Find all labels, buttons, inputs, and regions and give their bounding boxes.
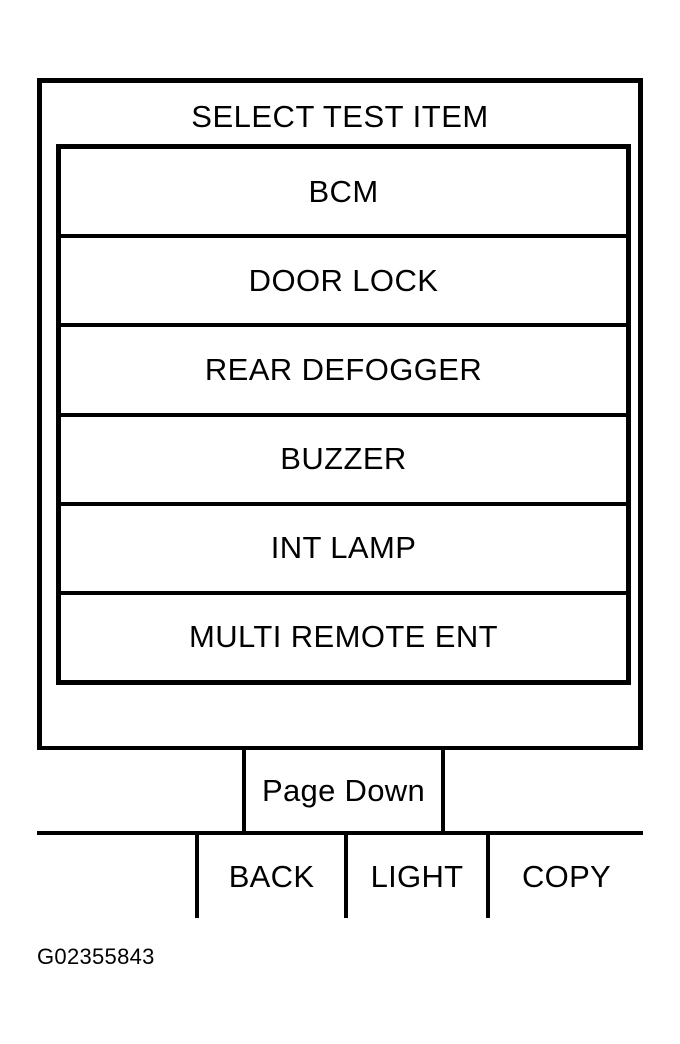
test-item-label: BCM [308, 173, 379, 209]
test-item-label: INT LAMP [270, 530, 417, 566]
test-item-label: MULTI REMOTE ENT [189, 619, 498, 655]
test-item-row[interactable]: MULTI REMOTE ENT [61, 594, 626, 681]
test-item-row[interactable]: DOOR LOCK [61, 238, 626, 328]
light-label: LIGHT [370, 858, 464, 894]
test-item-list: BCM DOOR LOCK REAR DEFOGGER BUZZER INT L… [56, 144, 631, 685]
test-item-row[interactable]: REAR DEFOGGER [61, 327, 626, 417]
page-down-label: Page Down [262, 772, 425, 808]
softkey-blank-top-right [445, 750, 643, 831]
softkey-area: Page Down BACK LIGHT COPY [37, 746, 643, 918]
copy-label: COPY [521, 858, 612, 894]
test-item-row[interactable]: BCM [61, 149, 626, 239]
back-label: BACK [228, 858, 315, 894]
figure-caption: G02355843 [37, 944, 155, 969]
light-button[interactable]: LIGHT [344, 835, 486, 918]
scan-tool-screen-frame: SELECT TEST ITEM BCM DOOR LOCK REAR DEFO… [37, 78, 643, 918]
test-item-label: BUZZER [280, 441, 407, 477]
test-item-label: DOOR LOCK [248, 262, 439, 298]
copy-button[interactable]: COPY [486, 835, 643, 918]
softkey-row-bottom: BACK LIGHT COPY [37, 835, 643, 918]
screen-title: SELECT TEST ITEM [191, 99, 489, 134]
softkey-blank-top-left [37, 750, 242, 831]
page-down-button[interactable]: Page Down [242, 750, 445, 831]
test-item-row[interactable]: INT LAMP [61, 505, 626, 595]
back-button[interactable]: BACK [195, 835, 344, 918]
test-item-label: REAR DEFOGGER [204, 351, 483, 387]
softkey-blank-bottom-left [37, 835, 195, 918]
test-item-row[interactable]: BUZZER [61, 416, 626, 506]
softkey-row-top: Page Down [37, 746, 643, 835]
